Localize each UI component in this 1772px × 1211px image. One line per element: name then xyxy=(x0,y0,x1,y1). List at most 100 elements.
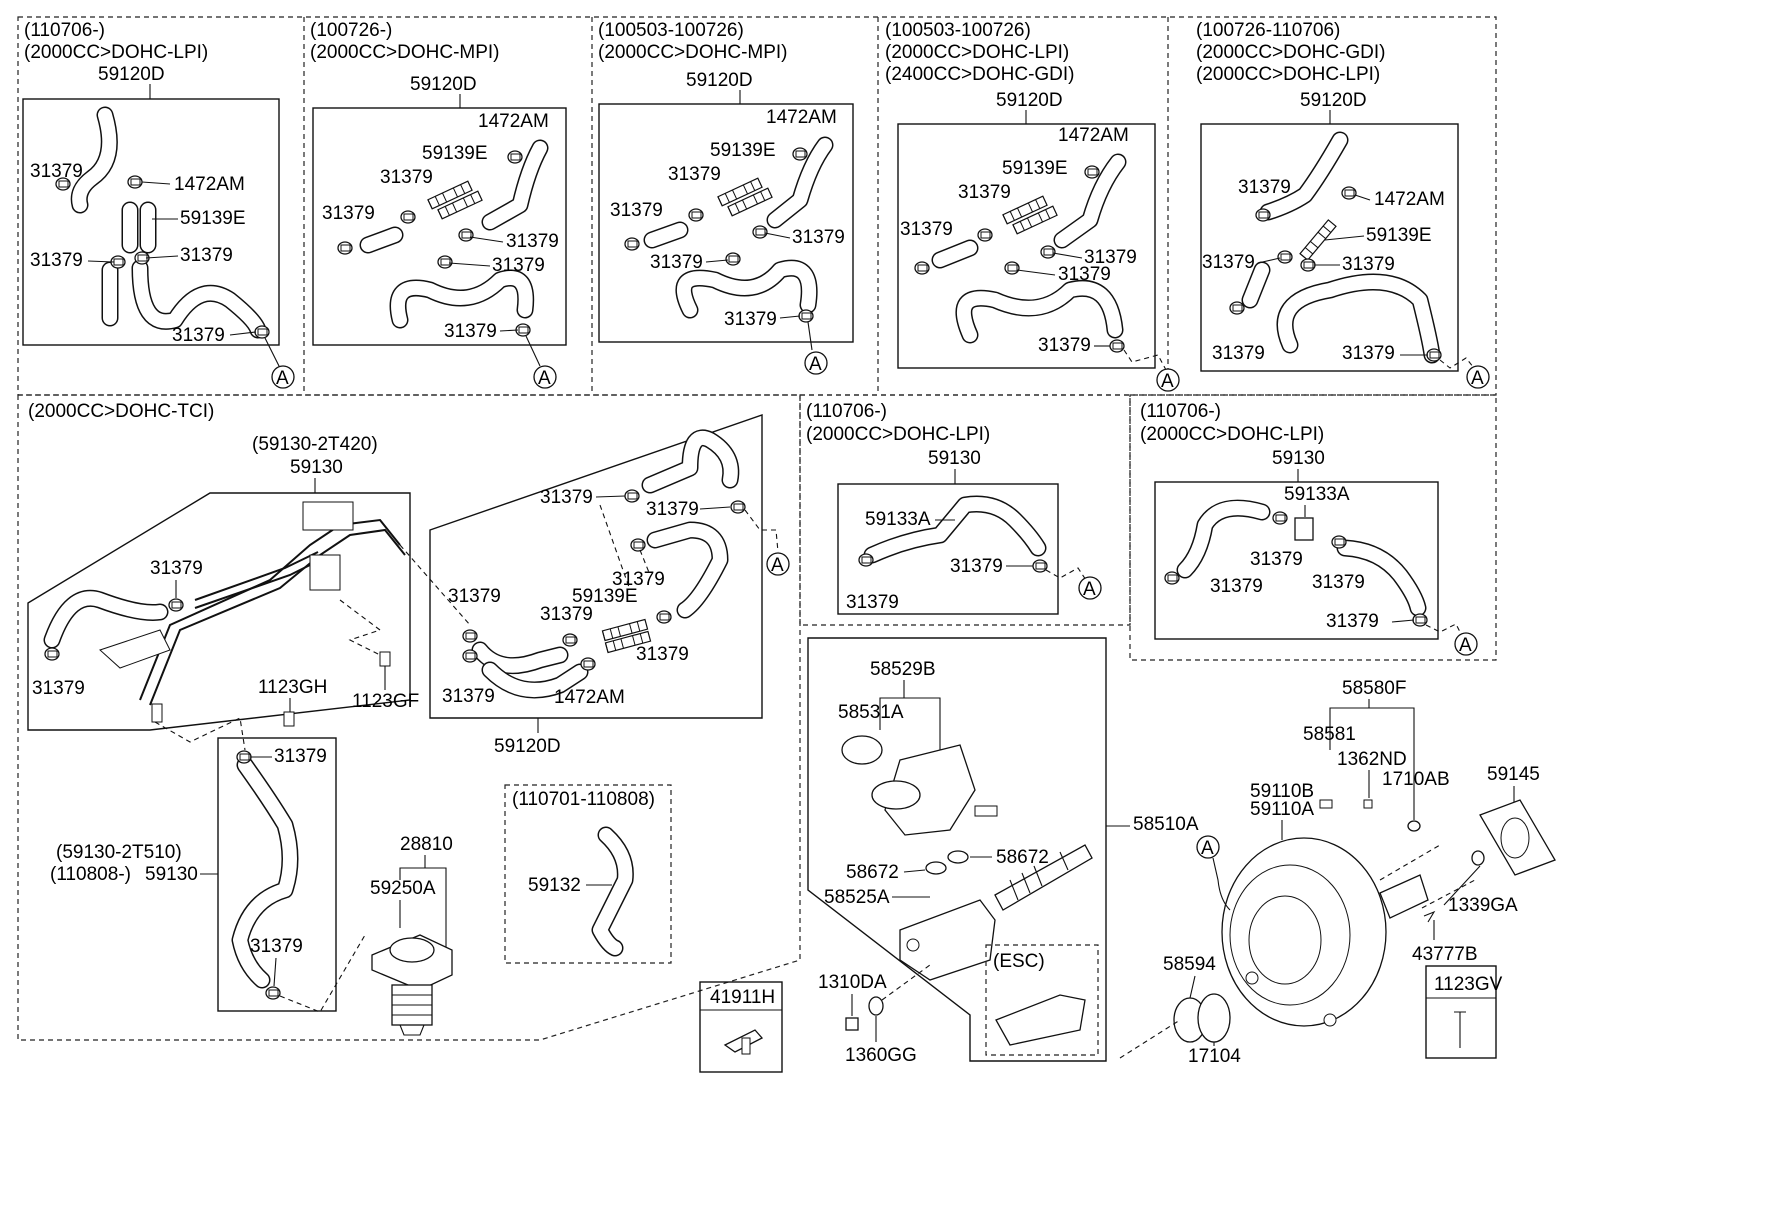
s4-lbl-2: 59139E xyxy=(1002,158,1068,179)
bb-lbl-8: 1339GA xyxy=(1448,895,1518,916)
s4-assembly: 59120D xyxy=(996,90,1063,111)
tci-lbl-1: 31379 xyxy=(150,558,203,579)
mc-assembly: 58510A xyxy=(1133,814,1199,835)
s5-lbl-4: 31379 xyxy=(1202,252,1255,273)
s5-lbl-6: 31379 xyxy=(1212,343,1265,364)
section-1: (110706-) (2000CC>DOHC-LPI) 59120D 31379… xyxy=(22,20,295,389)
s3-callout: A xyxy=(809,354,822,375)
bb-lbl-1: 58580F xyxy=(1342,678,1406,699)
s5-lbl-5: 31379 xyxy=(1342,254,1395,275)
sub-part: 59132 xyxy=(528,875,581,896)
s2-lbl-2: 59139E xyxy=(422,143,488,164)
s1-lbl-1: 31379 xyxy=(30,161,83,182)
bb-callout: A xyxy=(1201,838,1214,859)
s5-date: (100726-110706) xyxy=(1196,20,1340,41)
s5-engine-1: (2000CC>DOHC-GDI) xyxy=(1196,42,1386,63)
section-6: (110706-) (2000CC>DOHC-LPI) 59130 59133A… xyxy=(806,401,1102,615)
tci-hose-set: 31379 31379 31379 59139E 31379 31379 313… xyxy=(429,414,790,757)
section-7: (110706-) (2000CC>DOHC-LPI) 59130 59133A… xyxy=(1140,401,1478,656)
lh-part: 59130 xyxy=(145,864,198,885)
tci-lower-hose: 31379 31379 (59130-2T510) (110808-) 5913… xyxy=(50,737,366,1013)
small-box-1: 41911H xyxy=(699,981,783,1073)
s7-lbl-1: 59133A xyxy=(1284,484,1350,505)
s5-lbl-2: 1472AM xyxy=(1374,189,1445,210)
s3-date: (100503-100726) xyxy=(598,20,744,41)
hs-lbl-9: 31379 xyxy=(442,686,495,707)
s6-lbl-3: 31379 xyxy=(846,592,899,613)
hs-assembly: 59120D xyxy=(494,736,561,757)
bb-lbl-11: 17104 xyxy=(1188,1046,1241,1067)
s2-engine: (2000CC>DOHC-MPI) xyxy=(310,42,500,63)
s5-lbl-3: 59139E xyxy=(1366,225,1432,246)
s4-lbl-7: 31379 xyxy=(1038,335,1091,356)
mc-lbl-5: 58525A xyxy=(824,887,890,908)
tci-assembly: 59130 xyxy=(290,457,343,478)
s3-assembly: 59120D xyxy=(686,70,753,91)
s4-callout: A xyxy=(1161,371,1174,392)
lh-code: (59130-2T510) xyxy=(56,842,182,863)
lh-lbl-1: 31379 xyxy=(274,746,327,767)
hs-lbl-2: 31379 xyxy=(646,499,699,520)
box2-label: 1123GV xyxy=(1434,974,1503,995)
s7-lbl-3: 31379 xyxy=(1210,576,1263,597)
s6-lbl-1: 59133A xyxy=(865,509,931,530)
s4-lbl-5: 31379 xyxy=(1084,247,1137,268)
bb-lbl-10: 58594 xyxy=(1163,954,1216,975)
s2-lbl-7: 31379 xyxy=(444,321,497,342)
bb-lbl-2: 58581 xyxy=(1303,724,1356,745)
s3-engine: (2000CC>DOHC-MPI) xyxy=(598,42,788,63)
s7-date: (110706-) xyxy=(1140,401,1221,422)
s7-callout: A xyxy=(1459,635,1472,656)
bb-lbl-4: 1710AB xyxy=(1382,769,1450,790)
hs-lbl-3: 31379 xyxy=(612,569,665,590)
bb-lbl-7: 59110A xyxy=(1250,799,1314,820)
section-2: (100726-) (2000CC>DOHC-MPI) 59120D 1472A… xyxy=(310,20,567,389)
mc-lbl-3: 58672 xyxy=(846,862,899,883)
s4-lbl-6: 31379 xyxy=(1058,264,1111,285)
s1-engine: (2000CC>DOHC-LPI) xyxy=(24,42,208,63)
s3-lbl-4: 31379 xyxy=(610,200,663,221)
tci-sub-box: (110701-110808) 59132 xyxy=(504,784,672,964)
s7-lbl-4: 31379 xyxy=(1312,572,1365,593)
s3-lbl-6: 31379 xyxy=(650,252,703,273)
tci-lbl-3: 1123GH xyxy=(258,677,327,698)
mc-lbl-4: 58672 xyxy=(996,847,1049,868)
pump-lbl-1: 28810 xyxy=(400,834,453,855)
mc-lbl-6: 1310DA xyxy=(818,972,887,993)
s5-lbl-1: 31379 xyxy=(1238,177,1291,198)
hs-lbl-6: 31379 xyxy=(540,604,593,625)
s4-engine-1: (2000CC>DOHC-LPI) xyxy=(885,42,1069,63)
s4-date: (100503-100726) xyxy=(885,20,1031,41)
bb-lbl-3: 1362ND xyxy=(1337,749,1407,770)
bb-lbl-6: 59110B xyxy=(1250,781,1314,802)
section-5: (100726-110706) (2000CC>DOHC-GDI) (2000C… xyxy=(1196,20,1490,389)
s1-callout: A xyxy=(276,368,289,389)
lh-date: (110808-) xyxy=(50,864,131,885)
s5-lbl-7: 31379 xyxy=(1342,343,1395,364)
box1-label: 41911H xyxy=(710,987,775,1008)
hs-lbl-4: 59139E xyxy=(572,586,638,607)
s2-assembly: 59120D xyxy=(410,74,477,95)
bb-lbl-9: 43777B xyxy=(1412,944,1478,965)
s4-lbl-4: 31379 xyxy=(900,219,953,240)
tci-assembly-code: (59130-2T420) xyxy=(252,434,378,455)
bb-lbl-5: 59145 xyxy=(1487,764,1540,785)
lh-lbl-2: 31379 xyxy=(250,936,303,957)
hs-lbl-8: 1472AM xyxy=(554,687,625,708)
s1-lbl-4: 31379 xyxy=(30,250,83,271)
tci-lbl-2: 31379 xyxy=(32,678,85,699)
sub-header: (110701-110808) xyxy=(512,789,655,810)
s1-assembly: 59120D xyxy=(98,64,165,85)
master-cylinder: 58529B 58531A 58672 58672 58525A 58510A … xyxy=(807,637,1199,1066)
hs-lbl-5: 31379 xyxy=(448,586,501,607)
s7-engine: (2000CC>DOHC-LPI) xyxy=(1140,424,1324,445)
s3-lbl-1: 1472AM xyxy=(766,107,837,128)
s2-lbl-6: 31379 xyxy=(492,255,545,276)
s2-date: (100726-) xyxy=(310,20,392,41)
s6-engine: (2000CC>DOHC-LPI) xyxy=(806,424,990,445)
s7-lbl-5: 31379 xyxy=(1326,611,1379,632)
tci-lbl-4: 1123GF xyxy=(352,691,419,712)
s7-lbl-2: 31379 xyxy=(1250,549,1303,570)
s5-callout: A xyxy=(1471,368,1484,389)
mc-esc: (ESC) xyxy=(993,951,1045,972)
